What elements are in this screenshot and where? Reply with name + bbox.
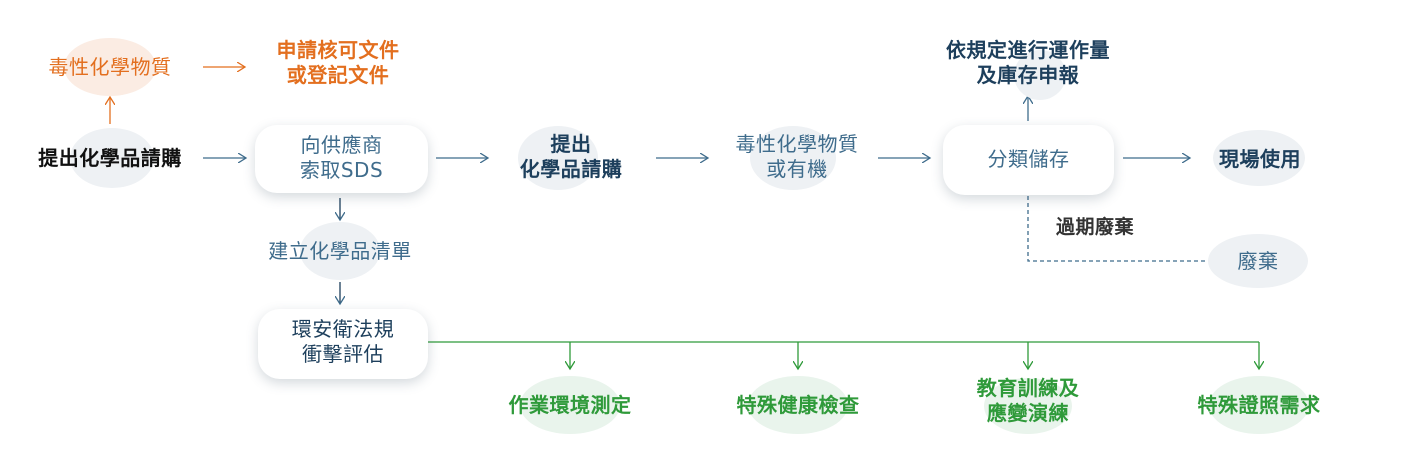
node-label: 教育訓練及 應變演練	[976, 376, 1080, 425]
node-work-env-measure: 作業環境測定	[490, 376, 650, 434]
node-label: 向供應商 索取SDS	[299, 133, 384, 182]
node-submit-request: 提出 化學品請購	[492, 126, 650, 190]
node-label: 毒性化學物質	[48, 55, 172, 79]
node-label: 廢棄	[1237, 249, 1279, 273]
node-bubble	[70, 128, 154, 188]
node-special-license: 特殊證照需求	[1174, 376, 1344, 434]
node-special-health-check: 特殊健康檢查	[718, 376, 878, 434]
node-label: 提出化學品請購	[38, 146, 182, 170]
node-label: 建立化學品清單	[268, 239, 412, 263]
node-label: 依規定進行運作量 及庫存申報	[946, 38, 1110, 87]
node-bubble	[518, 126, 598, 190]
node-label: 過期廢棄	[1055, 216, 1134, 238]
node-bubble	[1209, 376, 1309, 434]
node-waste: 廢棄	[1208, 234, 1308, 288]
node-bubble	[984, 378, 1072, 434]
node-bubble	[750, 126, 836, 190]
node-bubble	[64, 38, 156, 96]
node-bubble	[1213, 130, 1305, 186]
node-bubble	[300, 222, 380, 280]
node-label: 分類儲存	[987, 147, 1070, 171]
node-label: 作業環境測定	[508, 393, 632, 417]
node-label: 申請核可文件 或登記文件	[276, 38, 400, 87]
node-bubble	[1014, 50, 1066, 100]
node-bubble	[1208, 234, 1308, 288]
node-label: 提出 化學品請購	[519, 132, 623, 181]
node-label: 特殊健康檢查	[736, 393, 860, 417]
node-expired-disposal: 過期廢棄	[1040, 214, 1150, 244]
node-toxic-or-organic: 毒性化學物質 或有機	[712, 126, 882, 190]
node-env-safety-assessment: 環安衛法規 衝擊評估	[258, 309, 428, 379]
node-field-use: 現場使用	[1195, 130, 1325, 186]
node-apply-docs: 申請核可文件 或登記文件	[248, 38, 428, 98]
node-bubble	[748, 376, 848, 434]
node-purchase-request: 提出化學品請購	[20, 128, 200, 188]
dashed-disposal-path	[1027, 196, 1208, 262]
node-training-drill: 教育訓練及 應變演練	[948, 376, 1108, 436]
node-report-operation: 依規定進行運作量 及庫存申報	[918, 38, 1138, 100]
node-chem-inventory: 建立化學品清單	[250, 222, 430, 280]
node-label: 現場使用	[1219, 147, 1301, 171]
node-label: 毒性化學物質 或有機	[735, 132, 859, 181]
node-label: 特殊證照需求	[1197, 393, 1321, 417]
node-supplier-sds: 向供應商 索取SDS	[255, 125, 428, 193]
node-bubble	[520, 376, 620, 434]
node-label: 環安衛法規 衝擊評估	[291, 317, 395, 366]
node-classified-storage: 分類儲存	[943, 125, 1114, 195]
node-toxic-chem: 毒性化學物質	[30, 38, 190, 96]
